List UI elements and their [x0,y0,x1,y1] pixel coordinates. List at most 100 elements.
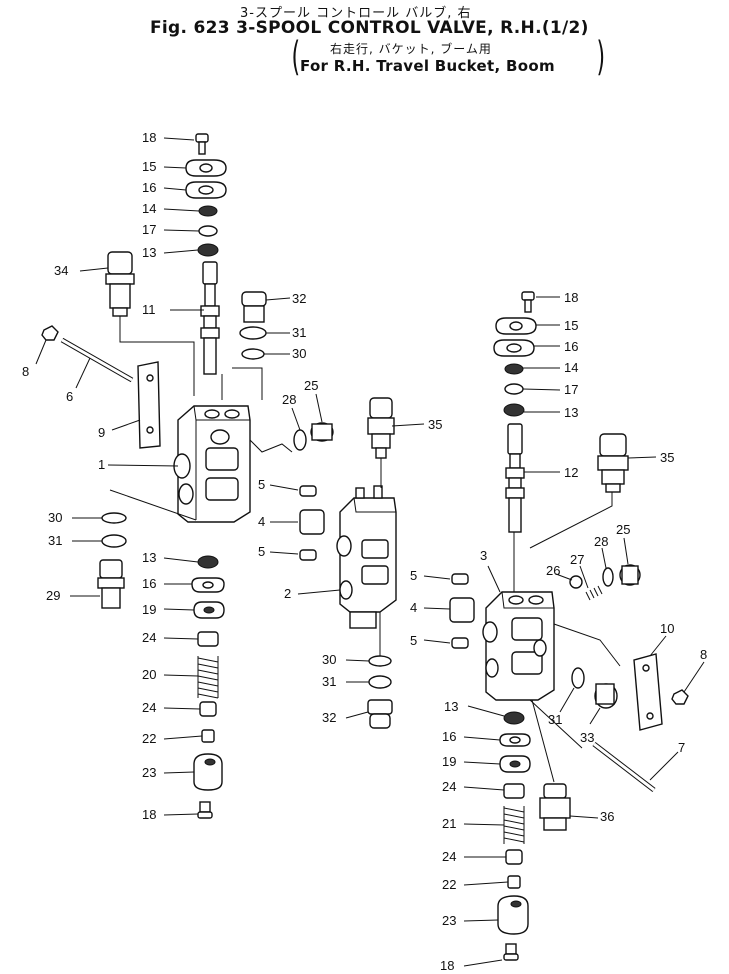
part-gasket-16-lower-right [499,733,531,747]
callout-31: 31 [292,325,306,340]
subtitle-japanese: 右走行, バケット, ブーム用 [330,42,492,56]
part-plug-32-bottom [367,699,393,729]
part-relief-valve-34 [105,251,135,317]
callout-19: 19 [142,602,156,617]
callout-4: 4 [258,514,265,529]
callout-14: 14 [564,360,578,375]
callout-16: 16 [564,339,578,354]
callout-30: 30 [48,510,62,525]
figure-title: Fig. 623 3-SPOOL CONTROL VALVE, R.H.(1/2… [150,18,589,38]
part-spring-20 [197,656,219,699]
callout-2: 2 [284,586,291,601]
part-wiper-13-left [197,243,219,257]
guide-line [109,489,197,521]
part-seat-24-lower-left [199,701,217,717]
part-wiper-13-lower-right [503,711,525,725]
part-plug-33 [594,683,618,709]
part-gasket-16-right [493,339,535,357]
part-stopper-22-right [507,875,521,889]
part-oring-31-center [368,675,392,689]
part-oring-30-lower [101,512,127,524]
part-relief-valve-35-right [597,433,629,493]
callout-14: 14 [142,201,156,216]
part-oring-30-center [368,655,392,667]
callout-4: 4 [410,600,417,615]
callout-18: 18 [564,290,578,305]
callout-5: 5 [258,477,265,492]
part-cap-23-left [193,753,223,791]
part-bracket-10 [633,653,663,731]
left-spool-stack [41,133,334,819]
part-valve-body-2 [336,485,397,629]
callout-11: 11 [142,302,156,317]
part-nut-8-right [671,689,689,705]
part-spring-27 [585,585,603,601]
callout-24: 24 [142,630,156,645]
guide-line [119,316,195,396]
part-ring-17-right [504,383,524,395]
callout-24: 24 [442,849,456,864]
part-spring-21 [503,806,525,844]
callout-25: 25 [304,378,318,393]
callout-1: 1 [98,457,105,472]
callout-31: 31 [48,533,62,548]
callout-20: 20 [142,667,156,682]
callout-7: 7 [678,740,685,755]
part-valve-body-3 [482,591,555,701]
part-oring-31-top [239,326,267,340]
subtitle-english: For R.H. Travel Bucket, Boom [300,57,555,75]
callout-16: 16 [142,180,156,195]
part-stud-6 [60,337,134,383]
guide-line [531,699,555,783]
part-stud-7 [592,742,656,792]
leader-line [249,439,293,453]
callout-30: 30 [292,346,306,361]
callout-28: 28 [282,392,296,407]
part-oring-5-lower-right [451,637,469,649]
part-oring-5-upper-right [451,573,469,585]
center-valve-group [299,397,397,729]
callout-21: 21 [442,816,456,831]
callout-18: 18 [142,130,156,145]
leader-lines [35,137,705,967]
guide-line [553,623,621,667]
part-valve-36 [539,783,571,831]
callout-10: 10 [660,621,674,636]
callout-13: 13 [142,550,156,565]
callout-13: 13 [444,699,458,714]
part-oring-28-left [293,429,307,451]
callout-13: 13 [564,405,578,420]
callout-5: 5 [410,568,417,583]
part-stopper-22-left [201,729,215,743]
part-oring-30-top [241,348,265,360]
callout-29: 29 [46,588,60,603]
callout-13: 13 [142,245,156,260]
paren-open: ( [291,34,301,80]
part-bolt-18-bottom-left [197,801,213,819]
part-bolt-18-top-right [521,291,535,313]
callout-19: 19 [442,754,456,769]
callout-22: 22 [442,877,456,892]
callout-32: 32 [292,291,306,306]
callout-12: 12 [564,465,578,480]
part-seat-24-upper-left [197,631,219,647]
part-valve-body-1 [173,405,251,523]
title-japanese: 3-スプール コントロール バルブ, 右 [240,6,472,21]
part-flange-19-right [499,755,531,773]
part-gasket-4-center [299,509,325,535]
callout-23: 23 [442,913,456,928]
part-wiper-13-lower [197,555,219,569]
callout-8: 8 [22,364,29,379]
callout-22: 22 [142,731,156,746]
callout-labels: 18 15 16 14 17 13 34 11 32 31 30 8 6 9 2… [22,130,707,973]
callout-31: 31 [322,674,336,689]
callout-27: 27 [570,552,584,567]
part-gasket-16-left [185,181,227,199]
callout-15: 15 [564,318,578,333]
guide-line [232,367,263,400]
part-seat-24-lower-right [505,849,523,865]
callout-5: 5 [410,633,417,648]
part-cap-23-right [497,895,529,935]
